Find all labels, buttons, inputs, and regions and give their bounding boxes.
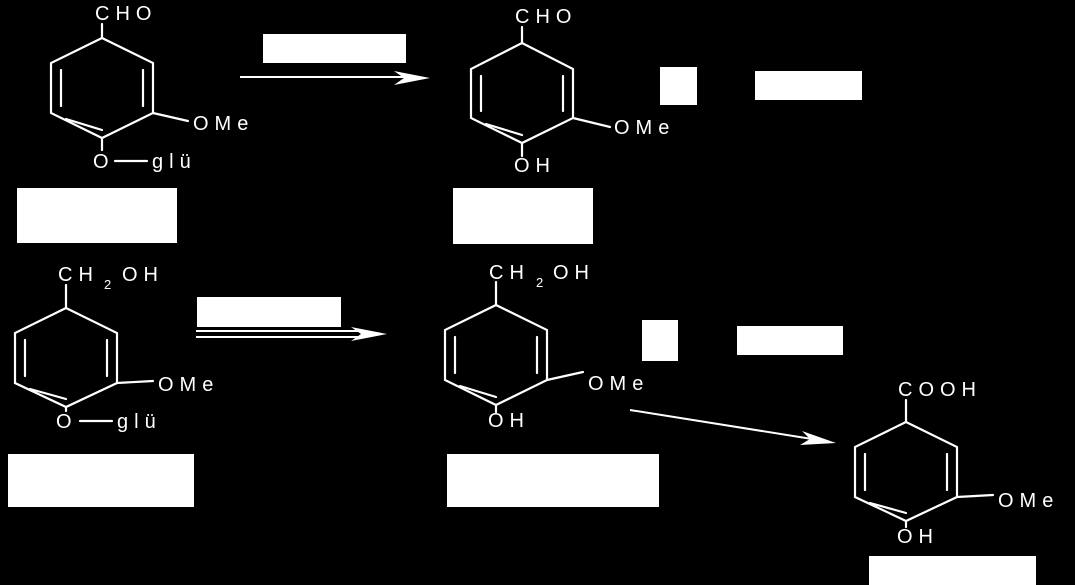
bond-to-ome bbox=[545, 370, 585, 382]
redacted-box-name-glucovanillin bbox=[17, 188, 177, 243]
label-oh: OH bbox=[122, 264, 164, 286]
redacted-box-name-glucovanillyl-alcohol bbox=[8, 454, 194, 507]
molecule-vanillin: CHO OMe OH bbox=[469, 6, 675, 177]
label-glu: glü bbox=[152, 151, 197, 173]
redacted-box-name-vanillin bbox=[453, 188, 593, 244]
molecule-glucovanillyl-alcohol: CH 2 OH OMe O glü bbox=[13, 264, 219, 433]
benzene-ring bbox=[469, 41, 575, 145]
redacted-box-enzyme-top bbox=[263, 34, 406, 63]
label-oh: OH bbox=[553, 262, 595, 284]
redacted-box-plus-top bbox=[660, 67, 697, 105]
bond-to-ome bbox=[955, 493, 995, 499]
redacted-box-name-vanillic-acid bbox=[869, 556, 1036, 585]
label-glu: glü bbox=[117, 411, 162, 433]
reaction-arrow-top bbox=[240, 71, 430, 85]
bond-to-ome bbox=[151, 111, 190, 123]
redacted-box-name-vanillyl-alcohol bbox=[447, 454, 659, 507]
label-ch: CH bbox=[58, 264, 99, 286]
label-ome: OMe bbox=[998, 490, 1059, 512]
benzene-ring bbox=[49, 36, 155, 140]
redacted-box-coproduct-bottom bbox=[737, 326, 843, 355]
redacted-boxes bbox=[8, 34, 1036, 585]
label-oh: OH bbox=[897, 526, 939, 548]
bond-to-ome bbox=[115, 379, 155, 385]
redacted-box-coproduct-top bbox=[755, 71, 862, 100]
label-oh: OH bbox=[514, 155, 556, 177]
redacted-box-enzyme-bottom bbox=[197, 297, 341, 327]
reaction-arrow-bottom bbox=[196, 327, 387, 341]
reaction-arrow-oxidation bbox=[629, 409, 836, 445]
label-o: O bbox=[93, 151, 115, 173]
molecule-vanillyl-alcohol: CH 2 OH OMe OH bbox=[443, 262, 649, 432]
label-cooh: COOH bbox=[898, 379, 982, 401]
label-ch: CH bbox=[489, 262, 530, 284]
benzene-ring bbox=[853, 420, 959, 523]
label-ome: OMe bbox=[614, 117, 675, 139]
redacted-box-plus-bottom bbox=[642, 320, 678, 361]
label-cho: CHO bbox=[95, 3, 157, 25]
label-o: O bbox=[56, 411, 78, 433]
label-ome: OMe bbox=[193, 113, 254, 135]
molecule-vanillic-acid: COOH OMe OH bbox=[853, 379, 1059, 548]
label-ome: OMe bbox=[158, 374, 219, 396]
label-subscript-2: 2 bbox=[104, 277, 111, 292]
label-oh-para: OH bbox=[488, 410, 530, 432]
label-subscript-2: 2 bbox=[536, 275, 543, 290]
label-ome: OMe bbox=[588, 373, 649, 395]
label-cho: CHO bbox=[515, 6, 577, 28]
molecule-glucovanillin: CHO OMe O glü bbox=[49, 3, 254, 173]
benzene-ring bbox=[13, 306, 119, 409]
benzene-ring bbox=[443, 303, 549, 407]
bond-to-ome bbox=[571, 116, 612, 129]
